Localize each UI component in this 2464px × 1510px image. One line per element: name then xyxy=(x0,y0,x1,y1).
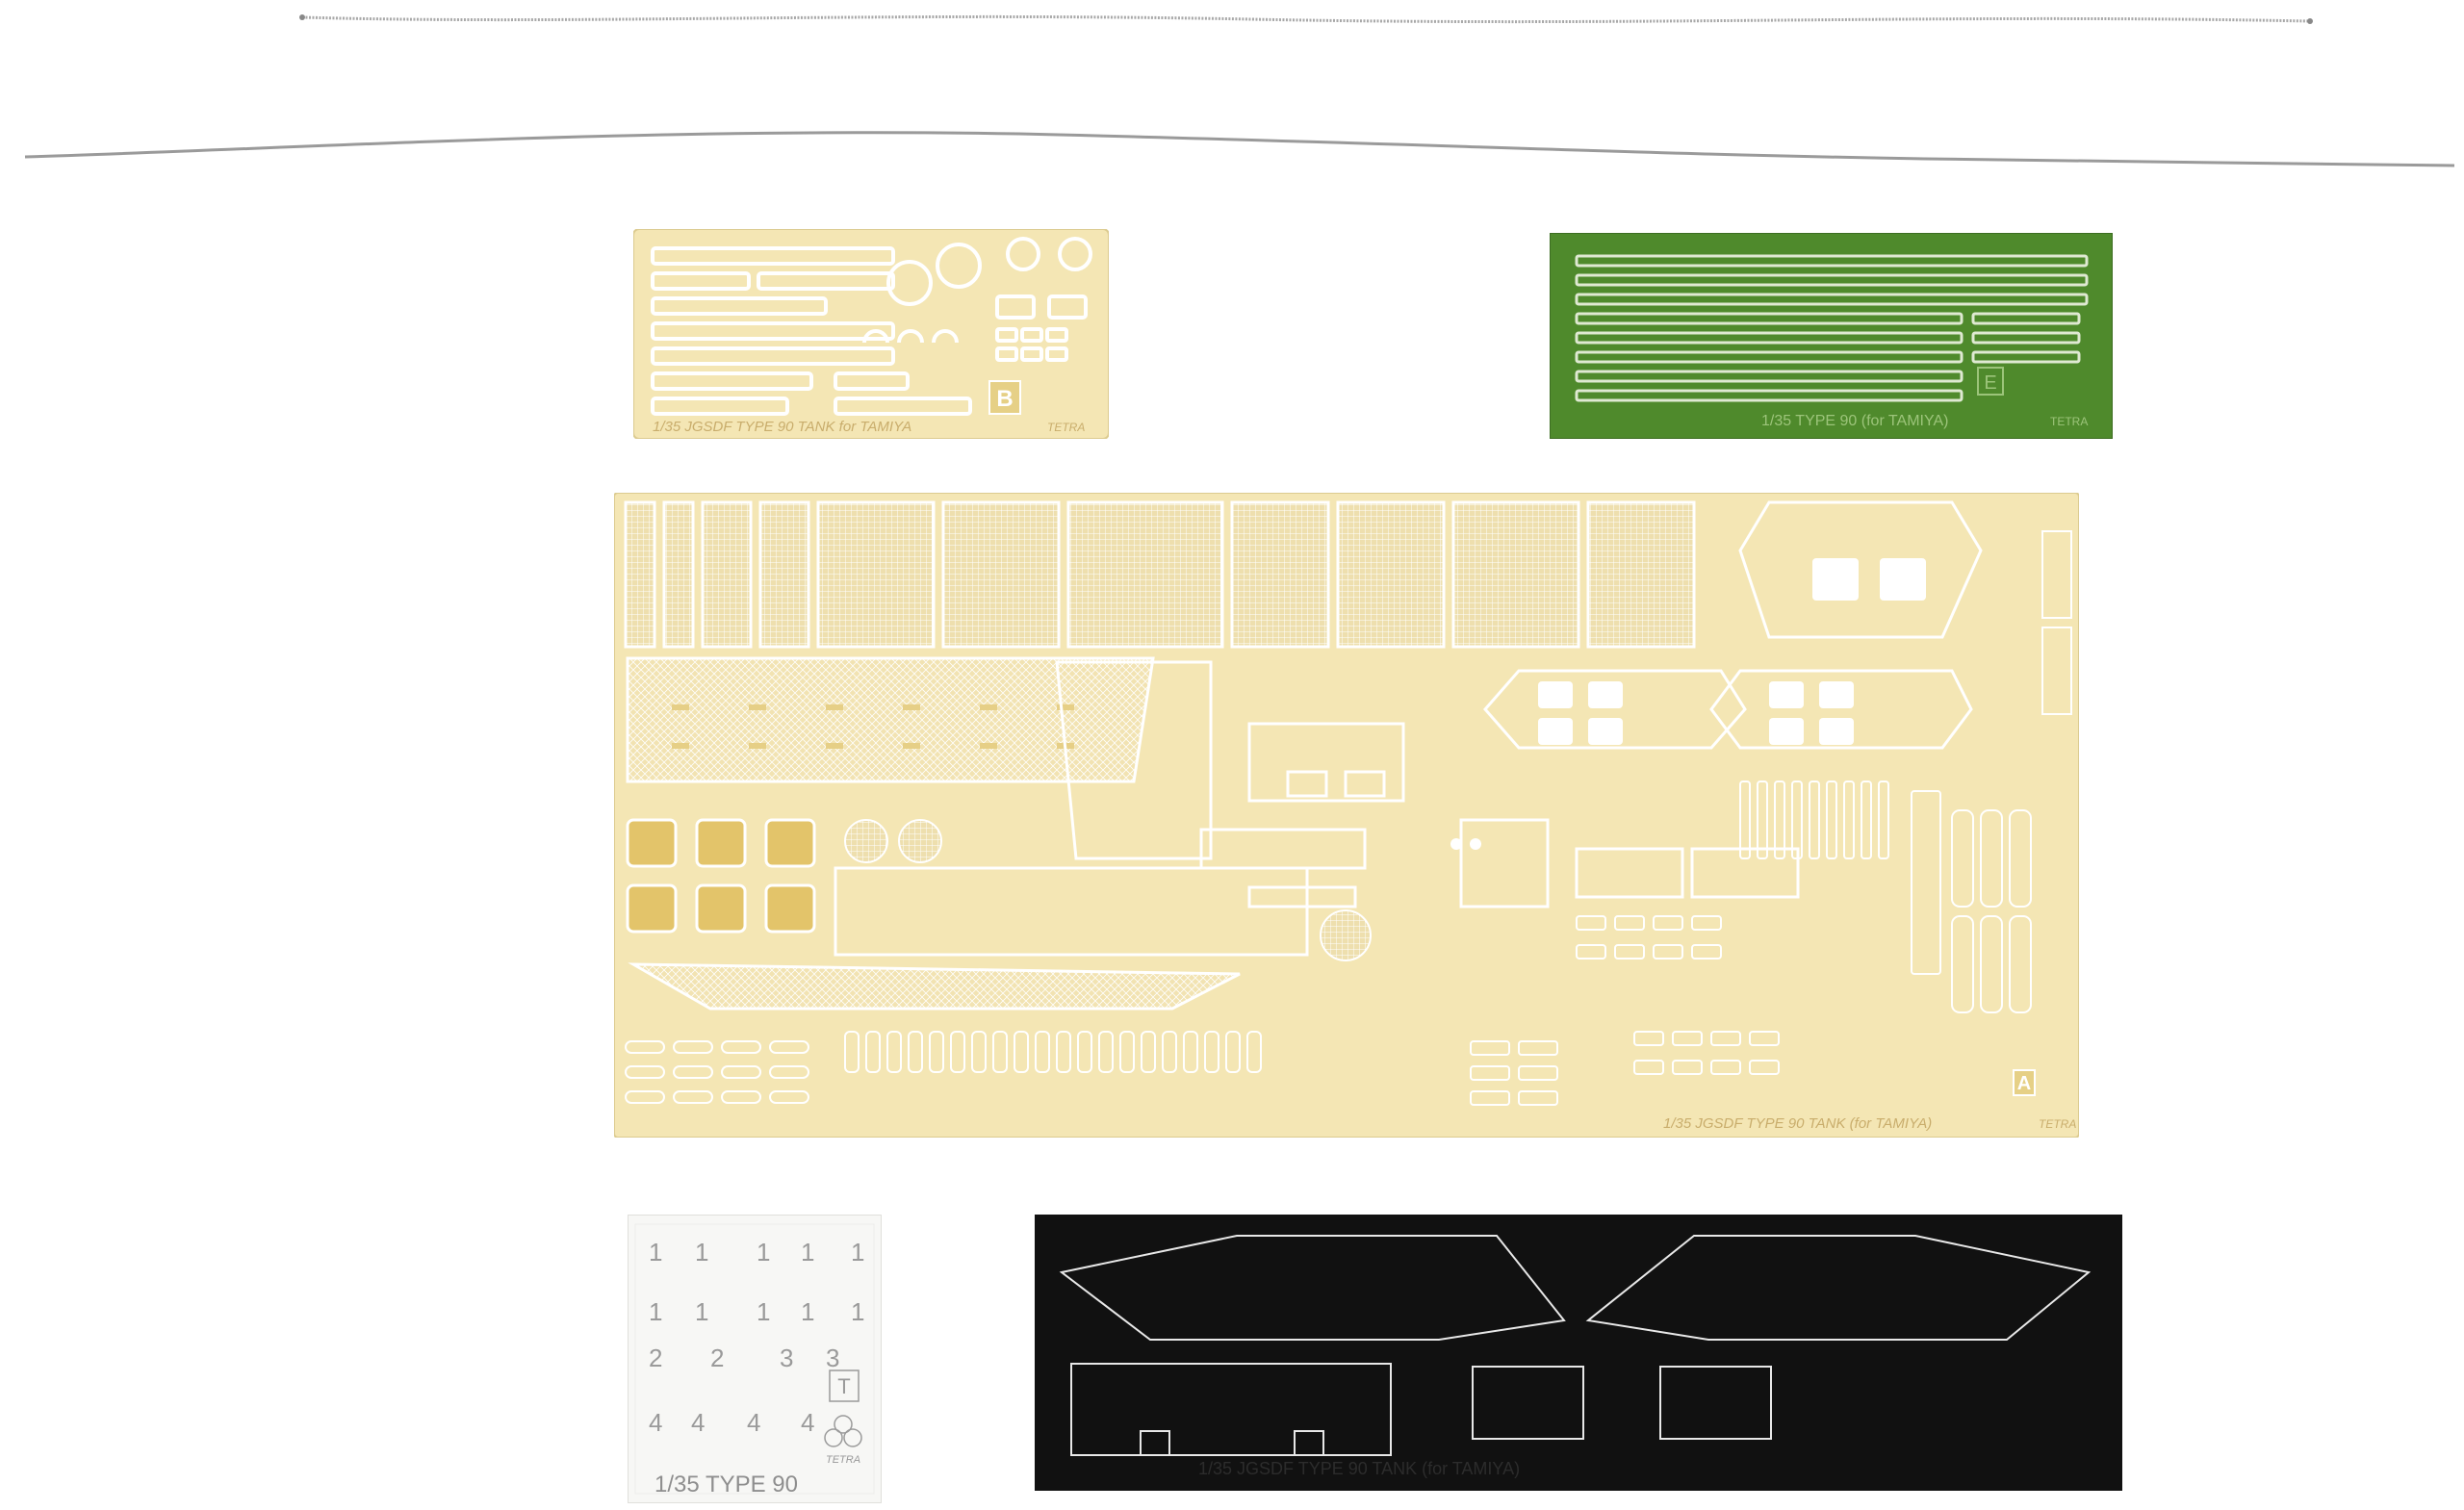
fret-e-caption: 1/35 TYPE 90 (for TAMIYA) xyxy=(1761,413,1948,429)
decal-number: 1 xyxy=(851,1238,864,1267)
fret-e-brand: TETRA xyxy=(2050,415,2088,428)
decal-sheet-t: 1 1 1 1 1 1 1 1 1 1 2 2 3 3 4 4 4 4 T TE… xyxy=(628,1215,882,1503)
decal-number: 3 xyxy=(780,1344,793,1372)
tetra-logo xyxy=(824,1415,862,1447)
decal-number: 2 xyxy=(649,1344,662,1372)
photo-etch-fret-a: A 1/35 JGSDF TYPE 90 TANK (for TAMIYA) T… xyxy=(614,493,2079,1138)
decal-brand: TETRA xyxy=(826,1454,860,1466)
fret-e-letter: E xyxy=(1984,372,1996,394)
decal-number: 1 xyxy=(757,1238,770,1267)
photo-etch-fret-b: B 1/35 JGSDF TYPE 90 TANK for TAMIYA TET… xyxy=(633,229,1109,439)
decal-number: 1 xyxy=(695,1297,708,1326)
decal-number: 1 xyxy=(851,1297,864,1326)
decal-number: 4 xyxy=(801,1408,814,1437)
decal-caption: 1/35 TYPE 90 xyxy=(654,1472,798,1497)
decal-letter: T xyxy=(837,1374,850,1398)
masking-sheet: 1/35 JGSDF TYPE 90 TANK (for TAMIYA) xyxy=(1035,1215,2122,1491)
decal-number: 1 xyxy=(695,1238,708,1267)
decal-number: 4 xyxy=(747,1408,760,1437)
fret-a-letter: A xyxy=(2017,1073,2031,1094)
fret-a-brand: TETRA xyxy=(2039,1117,2076,1131)
decal-number: 1 xyxy=(649,1297,662,1326)
fret-b-caption: 1/35 JGSDF TYPE 90 TANK for TAMIYA xyxy=(653,419,911,435)
photo-etch-fret-e: E 1/35 TYPE 90 (for TAMIYA) TETRA xyxy=(1550,233,2113,439)
wire-strand-top xyxy=(299,14,2313,24)
decal-number: 1 xyxy=(801,1297,814,1326)
fret-b-brand: TETRA xyxy=(1047,421,1085,434)
wire-strand-bottom xyxy=(24,131,2455,167)
decal-number: 4 xyxy=(691,1408,705,1437)
decal-number: 1 xyxy=(649,1238,662,1267)
decal-number: 4 xyxy=(649,1408,662,1437)
mask-caption: 1/35 JGSDF TYPE 90 TANK (for TAMIYA) xyxy=(1198,1459,1520,1478)
decal-number: 2 xyxy=(710,1344,724,1372)
fret-b-letter: B xyxy=(996,386,1013,412)
decal-number: 1 xyxy=(801,1238,814,1267)
decal-number: 3 xyxy=(826,1344,839,1372)
fret-a-caption: 1/35 JGSDF TYPE 90 TANK (for TAMIYA) xyxy=(1663,1115,1932,1132)
decal-number: 1 xyxy=(757,1297,770,1326)
